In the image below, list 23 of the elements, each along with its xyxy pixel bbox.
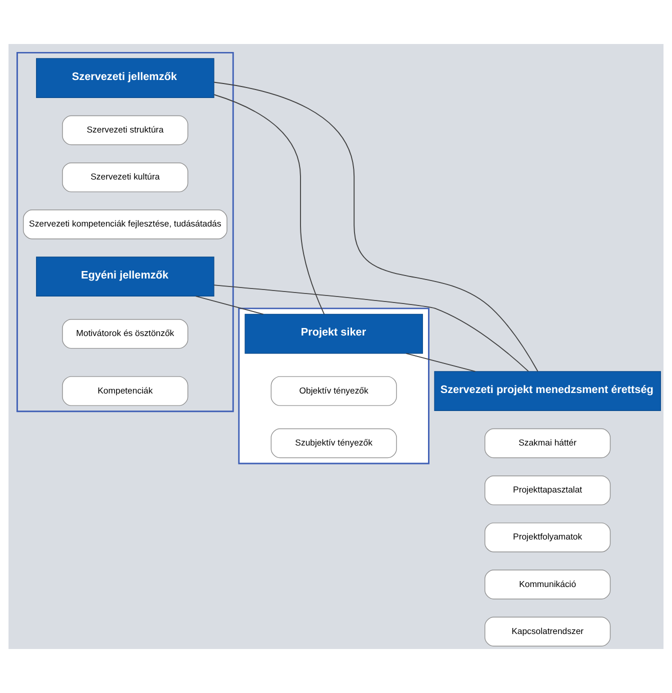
node-box: Szervezeti kultúra [62,162,188,192]
node-box: Szervezeti kompetenciák fejlesztése, tudásátadás [23,210,228,240]
node-box: Projekt siker [244,314,423,354]
cluster [238,308,430,464]
node-box: Szervezeti jellemzők [36,58,214,98]
connector [406,352,476,372]
connector [214,94,325,315]
connector [213,284,529,372]
node-box: Projekttapasztalat [484,475,611,506]
node-box: Kapcsolatrendszer [484,616,611,646]
node-box: Motivátorok és ösztönzők [62,318,188,349]
node-box: Objektív tényezők [270,376,397,406]
node-box: Szakmai háttér [484,428,611,458]
node-box: Egyéni jellemzők [36,256,214,296]
node-box: Szubjektív tényezők [270,428,397,458]
node-box: Szervezeti projekt menedzsment érettség [434,371,661,411]
node-box: Projektfolyamatok [484,522,611,552]
cluster [16,52,234,412]
node-box: Kommunikáció [484,570,611,600]
node-box: Kompetenciák [62,376,188,406]
node-box: Szervezeti struktúra [62,115,188,146]
connector [195,296,264,315]
connector [214,82,538,372]
